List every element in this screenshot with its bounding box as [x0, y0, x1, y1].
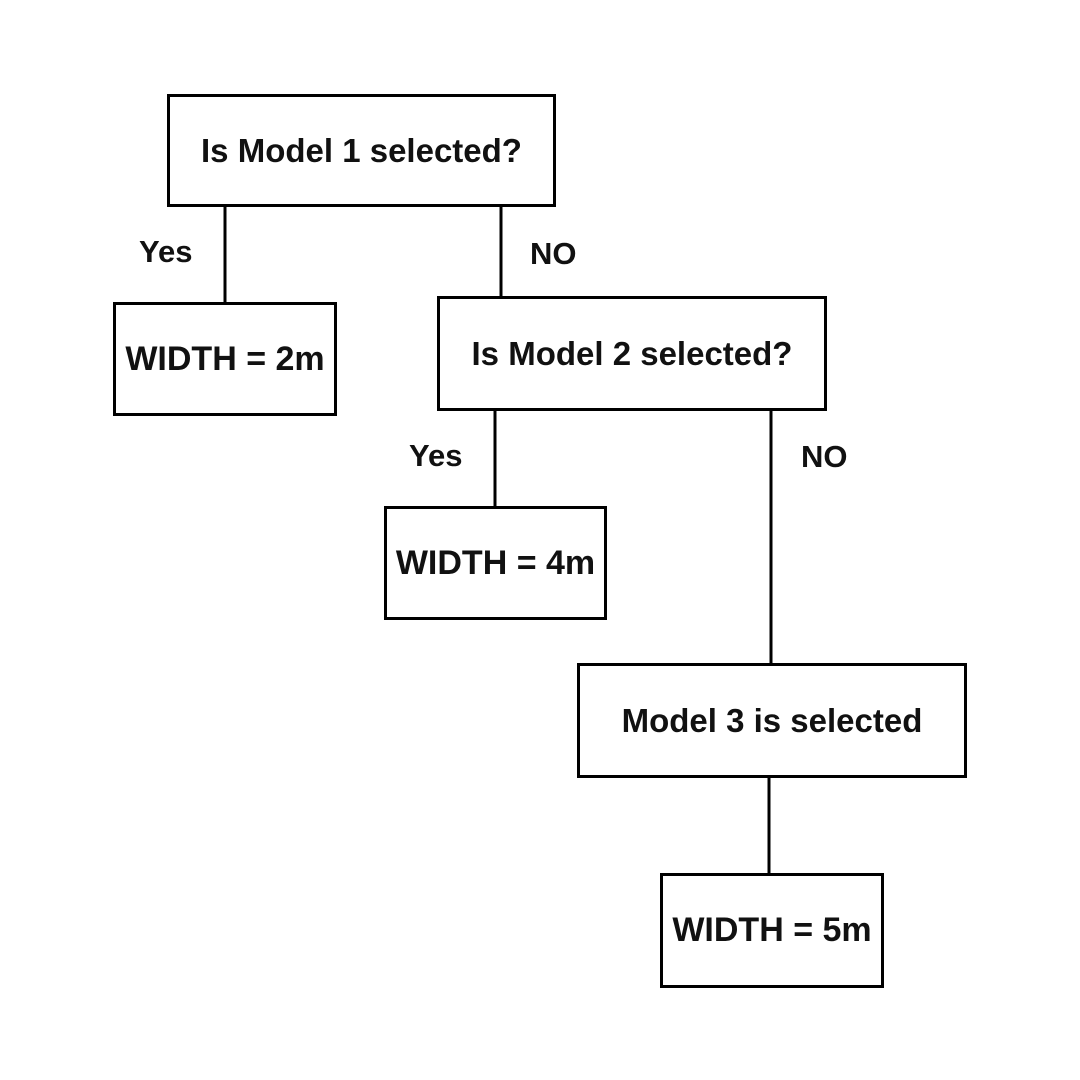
edge-label-q2-no: NO [801, 439, 848, 474]
result-width-2m: WIDTH = 2m [113, 302, 337, 416]
decision-model-1: Is Model 1 selected? [167, 94, 556, 207]
result-width-4m-text: WIDTH = 4m [395, 543, 596, 582]
result-width-4m: WIDTH = 4m [384, 506, 607, 620]
result-width-2m-text: WIDTH = 2m [125, 339, 325, 378]
edge-label-q2-yes: Yes [409, 438, 463, 473]
decision-model-2: Is Model 2 selected? [437, 296, 827, 411]
edge-label-q1-yes: Yes [139, 234, 193, 269]
decision-model-1-text: Is Model 1 selected? [201, 131, 522, 169]
result-width-5m: WIDTH = 5m [660, 873, 884, 988]
model-3-selected-box: Model 3 is selected [577, 663, 967, 778]
model-3-selected-text: Model 3 is selected [621, 701, 923, 739]
result-width-5m-text: WIDTH = 5m [672, 911, 872, 949]
edge-label-q1-no: NO [530, 236, 577, 271]
decision-model-2-text: Is Model 2 selected? [471, 334, 793, 372]
